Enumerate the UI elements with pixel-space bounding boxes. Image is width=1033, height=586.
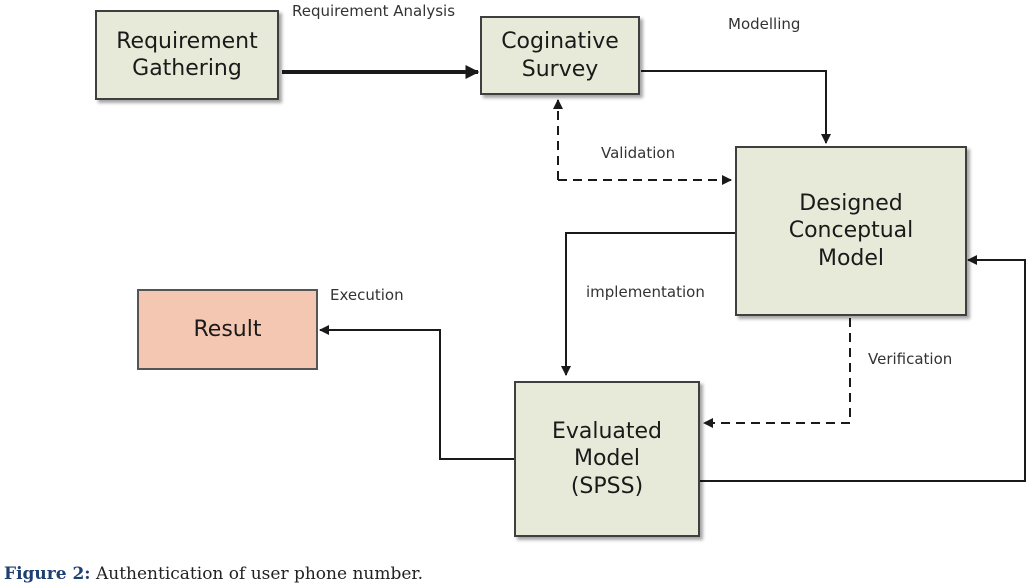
edge-implementation	[561, 232, 736, 376]
label-validation: Validation	[601, 144, 676, 162]
label-verification: Verification	[868, 350, 953, 368]
node-requirement-gathering-label: Requirement Gathering	[116, 28, 258, 82]
node-coginative-survey: Coginative Survey	[480, 16, 640, 95]
node-result-label: Result	[193, 316, 262, 342]
figure-caption-text: Authentication of user phone number.	[90, 564, 424, 584]
figure-caption: Figure 2: Authentication of user phone n…	[4, 564, 423, 584]
label-requirement-analysis: Requirement Analysis	[292, 2, 456, 20]
label-modelling: Modelling	[728, 15, 801, 33]
node-designed-conceptual-model: Designed Conceptual Model	[735, 146, 967, 316]
node-result: Result	[137, 289, 318, 370]
label-implementation: implementation	[586, 283, 705, 301]
edge-modelling	[641, 70, 831, 144]
node-coginative-survey-label: Coginative Survey	[501, 29, 619, 82]
node-evaluated-model-label: Evaluated Model (SPSS)	[551, 418, 663, 499]
node-designed-conceptual-model-label: Designed Conceptual Model	[788, 190, 914, 271]
edge-feedback	[700, 255, 1026, 482]
node-evaluated-model: Evaluated Model (SPSS)	[514, 381, 700, 537]
figure-caption-label: Figure 2:	[4, 564, 91, 584]
edge-execution	[319, 325, 514, 460]
label-execution: Execution	[330, 286, 404, 304]
node-requirement-gathering: Requirement Gathering	[95, 10, 279, 100]
edge-verification	[703, 318, 851, 428]
